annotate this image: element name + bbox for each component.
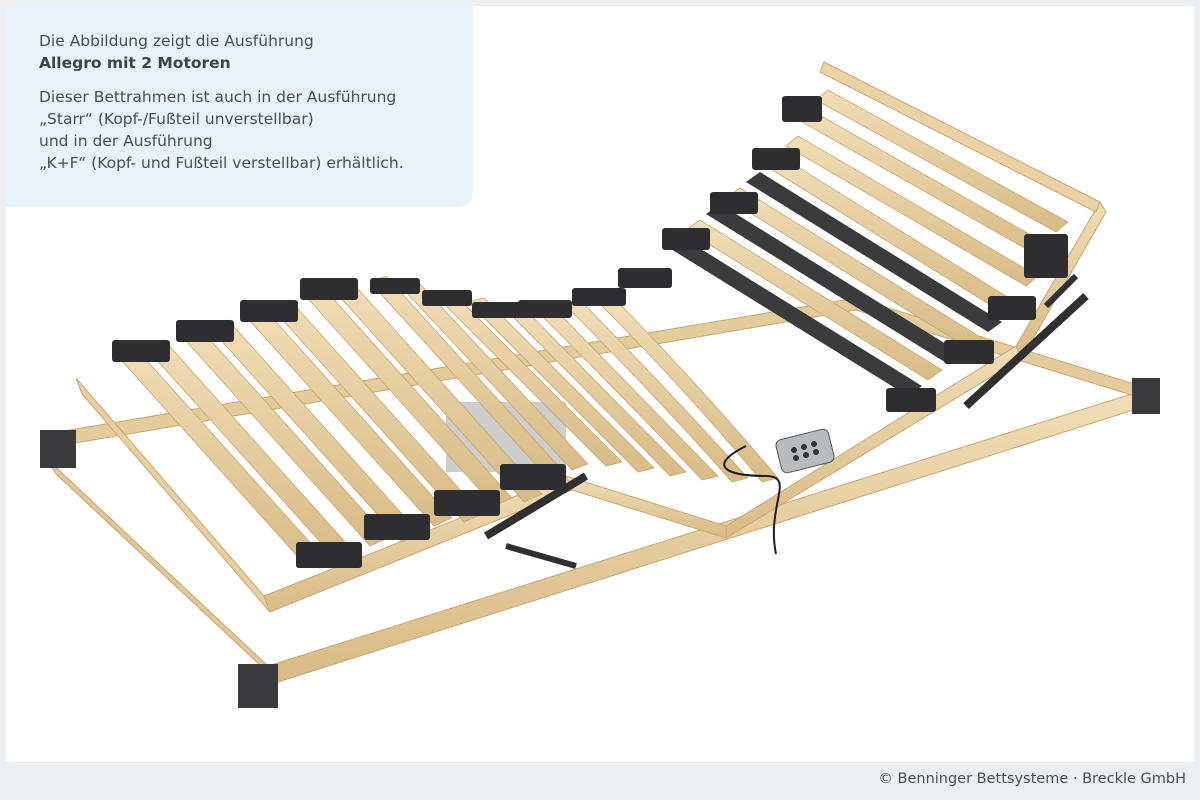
info-gap <box>39 74 457 86</box>
info-line-variant-starr: „Starr“ (Kopf-/Fußteil unverstellbar) <box>39 110 314 128</box>
info-line-variant-kf: „K+F“ (Kopf- und Fußteil verstellbar) er… <box>39 154 404 172</box>
middle-slats <box>370 268 779 483</box>
foot-slats <box>112 275 589 568</box>
corner-cap <box>40 430 76 468</box>
product-photo <box>6 6 1194 762</box>
info-line-model-name: Allegro mit 2 Motoren <box>39 54 231 72</box>
inner-frame <box>75 61 1107 613</box>
copyright-notice: © Benninger Bettsysteme · Breckle GmbH <box>878 771 1186 787</box>
head-slats <box>662 89 1069 412</box>
info-line-model-intro: Die Abbildung zeigt die Ausführung <box>39 32 314 50</box>
corner-cap <box>1132 378 1160 414</box>
corner-cap <box>238 664 278 708</box>
info-box: Die Abbildung zeigt die Ausführung Alleg… <box>6 6 473 207</box>
info-line-variants-intro: Dieser Bettrahmen ist auch in der Ausfüh… <box>39 88 397 106</box>
slatted-bed-frame-illustration <box>40 61 1160 708</box>
info-line-variants-and: und in der Ausführung <box>39 132 213 150</box>
remote-control-icon <box>723 428 835 555</box>
